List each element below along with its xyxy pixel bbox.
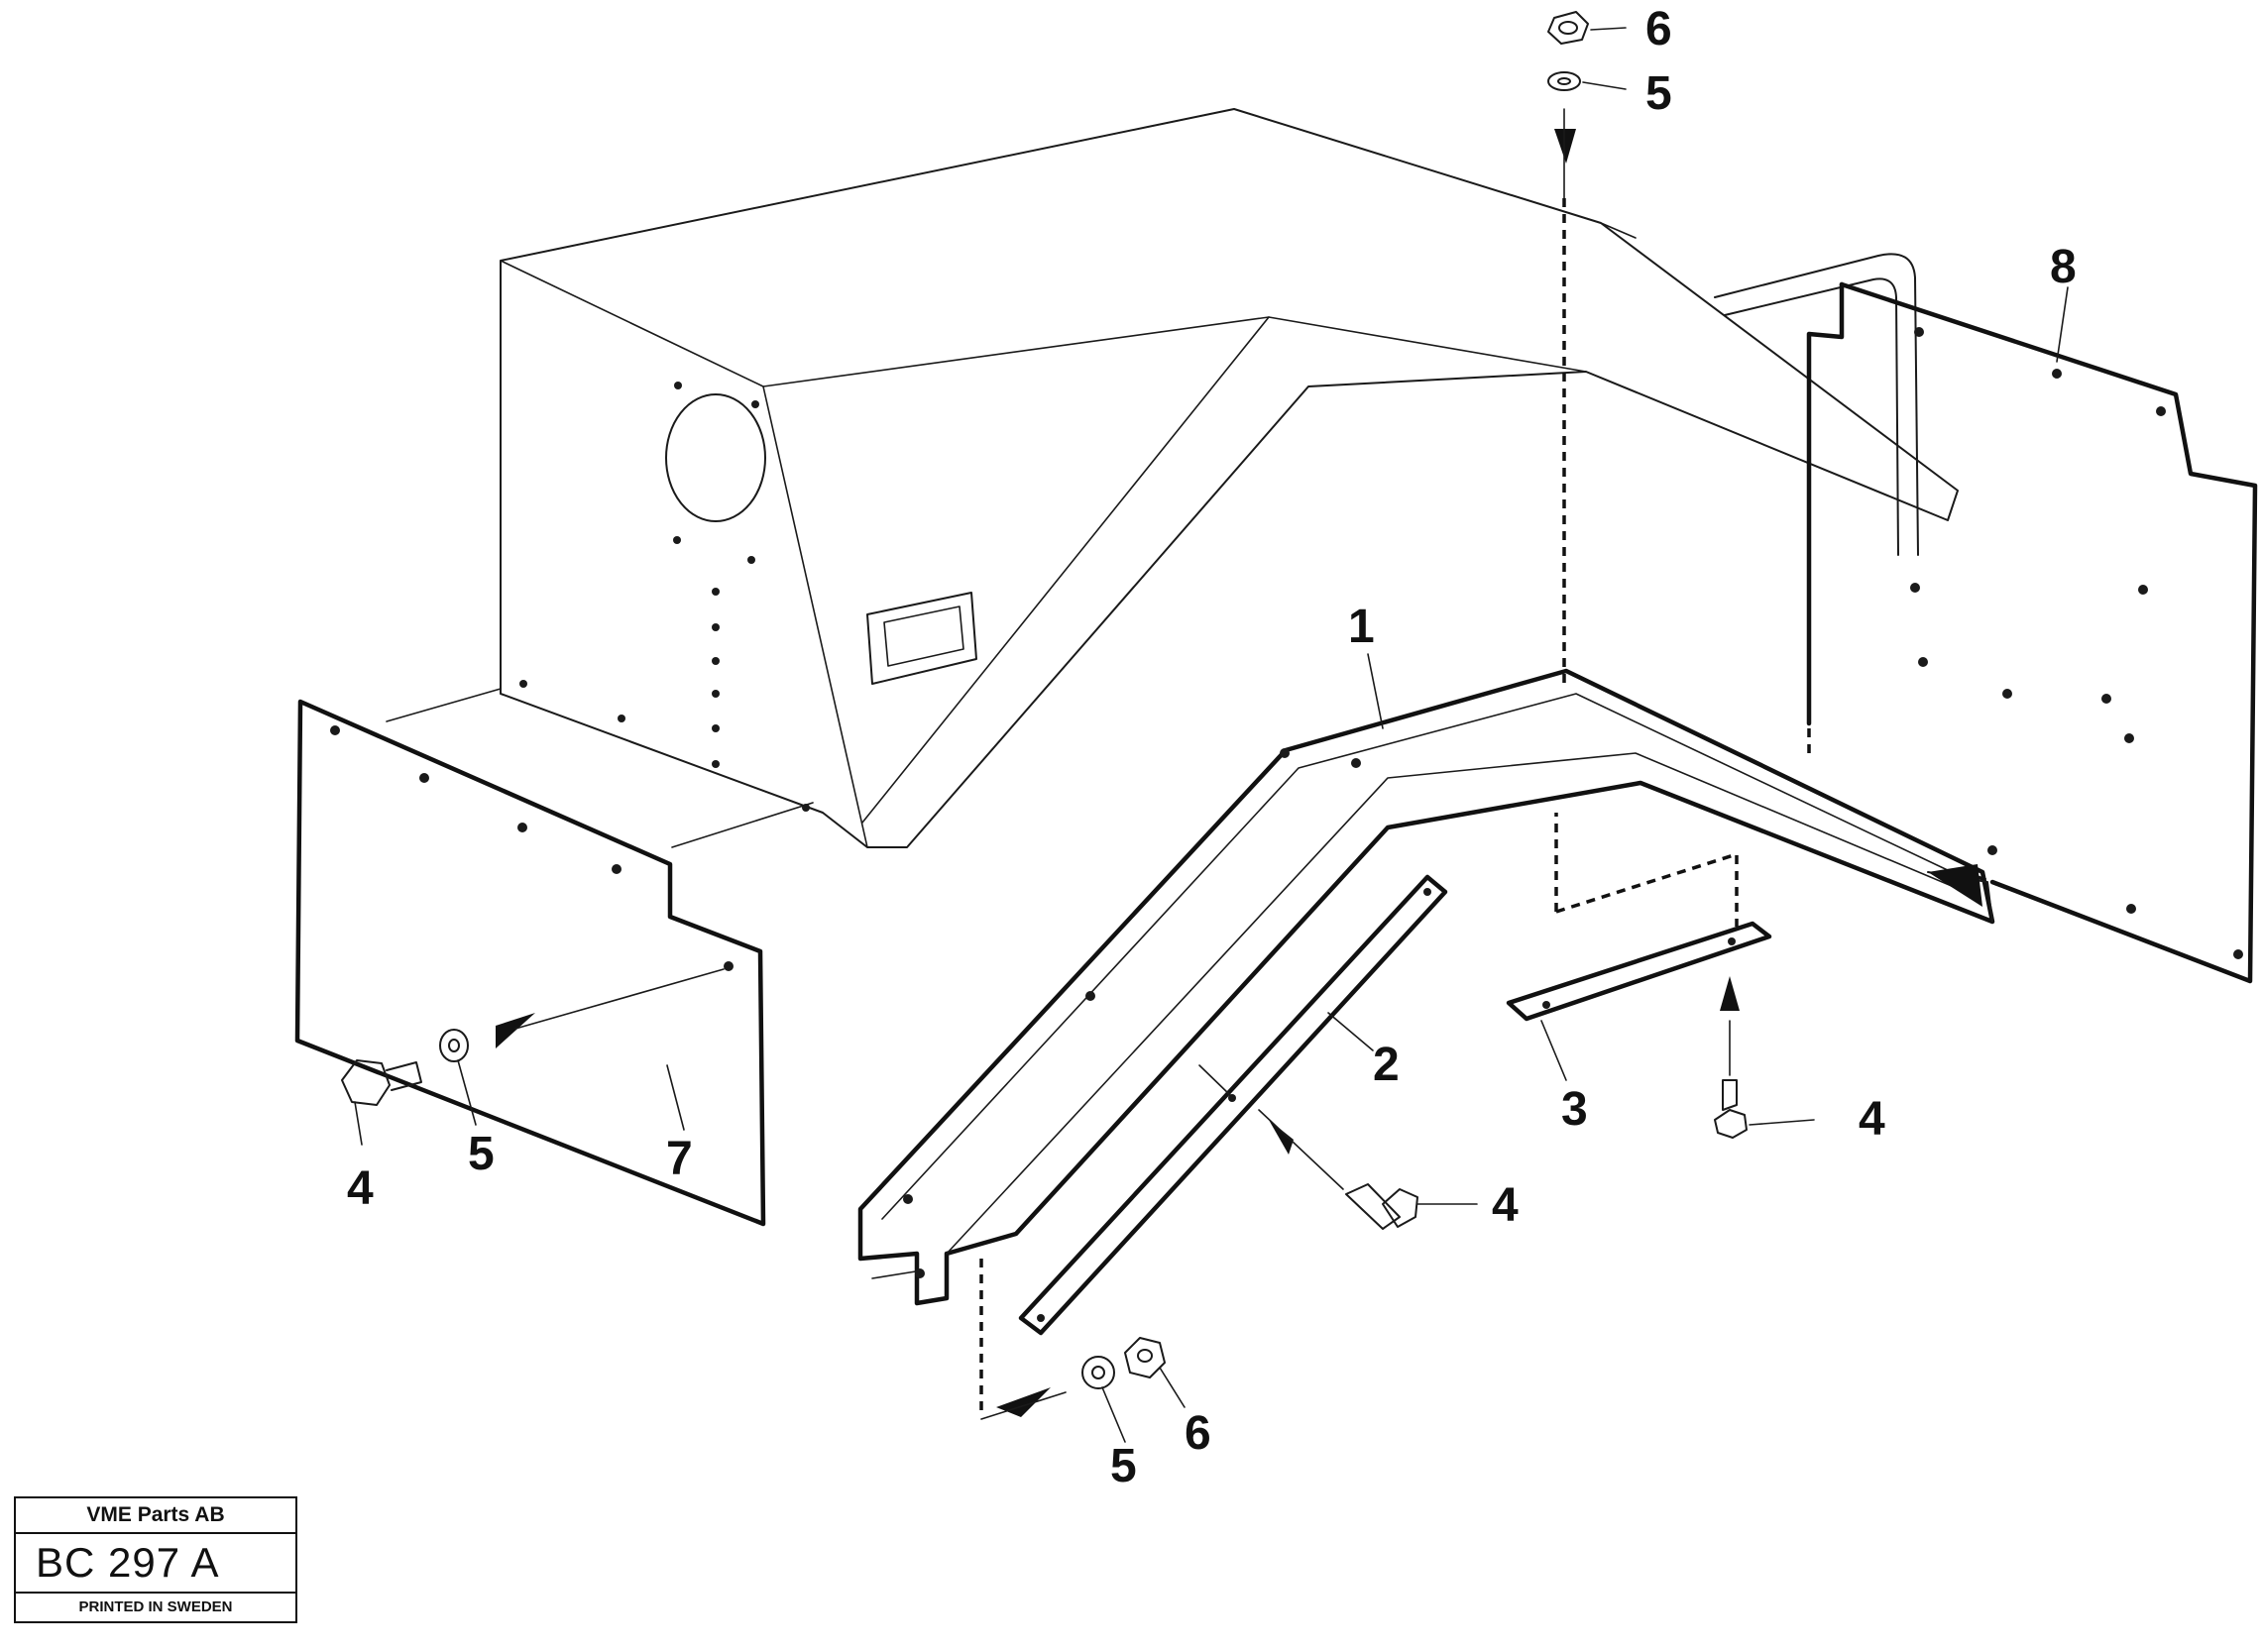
bottom-fasteners xyxy=(979,1259,1166,1420)
callout-numbers: 6 5 8 1 2 3 4 4 4 5 7 5 6 xyxy=(347,3,2077,1492)
callout-5-left: 5 xyxy=(468,1128,495,1180)
hood-holes xyxy=(519,382,810,812)
callout-8: 8 xyxy=(2050,241,2077,293)
callout-4-right: 4 xyxy=(1859,1093,1885,1146)
drawing-number: BC 297 A xyxy=(16,1534,295,1594)
part-1-bracket xyxy=(857,668,1995,1306)
callout-7: 7 xyxy=(666,1133,693,1185)
callout-6-top: 6 xyxy=(1645,3,1672,55)
print-note: PRINTED IN SWEDEN xyxy=(78,1598,233,1615)
part-3-small-strip xyxy=(1506,813,1772,1022)
callout-4-middle: 4 xyxy=(1492,1179,1519,1232)
right-bolt-set xyxy=(1714,976,1748,1139)
leader-lines xyxy=(354,27,2069,1443)
part-2-strip xyxy=(1018,874,1448,1336)
part-7-left-plate xyxy=(294,688,814,1227)
engine-hood-housing xyxy=(500,108,1959,848)
callout-2: 2 xyxy=(1373,1039,1400,1091)
callout-6-bottom: 6 xyxy=(1185,1407,1211,1460)
middle-bolt-set xyxy=(1258,1109,1418,1230)
callout-1: 1 xyxy=(1348,601,1375,653)
callout-3: 3 xyxy=(1561,1083,1588,1136)
callout-4-left: 4 xyxy=(347,1162,374,1215)
callout-5-bottom: 5 xyxy=(1110,1440,1137,1492)
part-8-right-plate xyxy=(1806,281,2258,984)
top-fasteners xyxy=(1547,11,1589,684)
title-block: VME Parts AB BC 297 A PRINTED IN SWEDEN xyxy=(14,1496,297,1623)
left-bolt-set xyxy=(341,968,725,1106)
company-name: VME Parts AB xyxy=(16,1498,295,1534)
callout-5-top: 5 xyxy=(1645,67,1672,120)
